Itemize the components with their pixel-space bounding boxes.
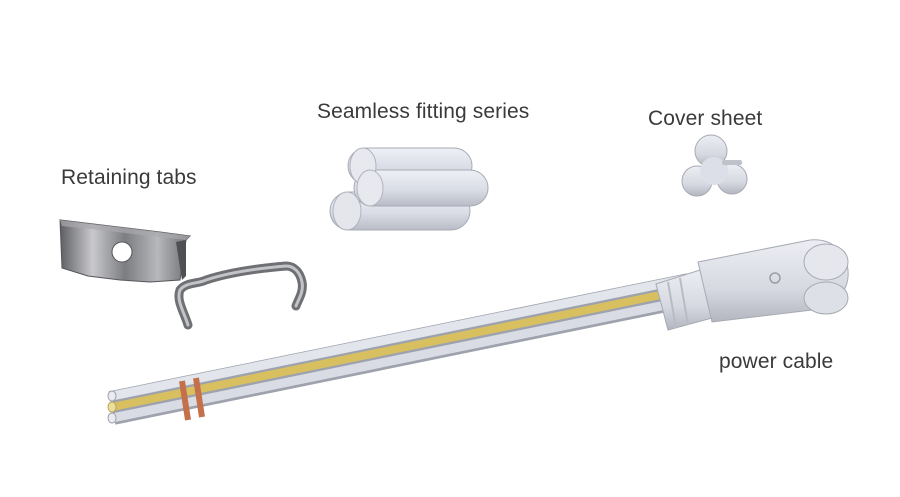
retaining-tab-bracket: [59, 219, 192, 283]
power-cable-label: power cable: [719, 350, 834, 373]
cover-sheet: [681, 134, 748, 197]
seamless-fitting: [329, 147, 489, 231]
retaining-tabs-label: Retaining tabs: [61, 166, 197, 189]
seamless-fitting-label: Seamless fitting series: [317, 100, 530, 123]
retaining-tab-spring-clip: [174, 261, 307, 330]
cover-sheet-label: Cover sheet: [648, 107, 763, 130]
power-cable: [107, 239, 849, 425]
